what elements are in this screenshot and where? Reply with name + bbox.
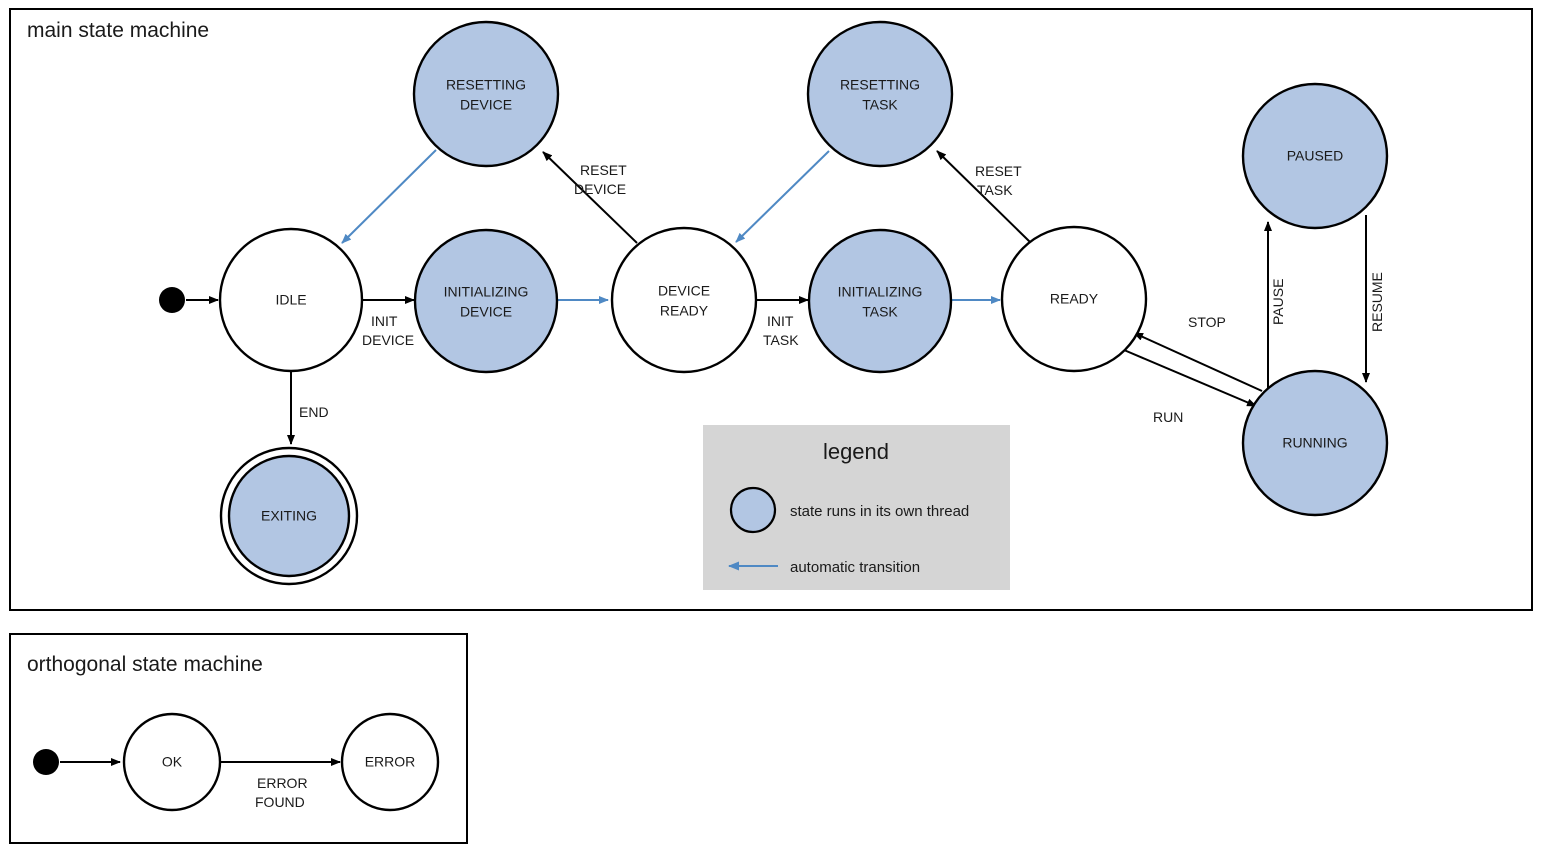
state-node-resetting-device[interactable]: RESETTING DEVICE <box>412 20 560 168</box>
edge-label-error-found-line2: FOUND <box>255 794 305 810</box>
state-shape-error <box>340 712 440 812</box>
state-node-running[interactable]: RUNNING <box>1241 369 1389 517</box>
legend-item-auto-label: automatic transition <box>790 559 920 576</box>
state-node-device-ready[interactable]: DEVICE READY <box>610 226 758 374</box>
state-label-ready: READY <box>1050 291 1099 307</box>
state-shape-initializing-device <box>413 228 559 374</box>
edge-label-init-device-line1: INIT <box>371 313 398 329</box>
legend-thread-state-circle-icon <box>729 486 777 534</box>
state-label-device-ready-line2: READY <box>660 303 709 319</box>
state-label-resetting-task-line2: TASK <box>862 97 898 113</box>
state-shape-ok <box>122 712 222 812</box>
state-shape-exiting-inner <box>227 454 351 578</box>
edge-label-init-task-line2: TASK <box>763 332 799 348</box>
state-label-resetting-task-line1: RESETTING <box>840 77 920 93</box>
transition-resetting-task-to-device-ready <box>735 150 830 243</box>
legend-item-thread-label: state runs in its own thread <box>790 503 969 520</box>
state-label-error: ERROR <box>365 754 416 770</box>
legend-title: legend <box>823 439 889 464</box>
edge-label-reset-device-line2: DEVICE <box>574 181 626 197</box>
initial-pseudostate-orthogonal <box>33 749 59 775</box>
state-node-ok[interactable]: OK <box>122 712 222 812</box>
transition-device-ready-to-resetting-device <box>542 151 638 244</box>
main-frame-title: main state machine <box>27 19 209 42</box>
edge-label-reset-task-line1: RESET <box>975 163 1022 179</box>
edge-label-reset-device-line1: RESET <box>580 162 627 178</box>
state-node-initializing-device[interactable]: INITIALIZING DEVICE <box>413 228 559 374</box>
state-shape-device-ready <box>610 226 758 374</box>
edge-label-init-task-line1: INIT <box>767 313 794 329</box>
state-shape-running <box>1241 369 1389 517</box>
edge-label-reset-task-line2: TASK <box>977 182 1013 198</box>
state-shape-ready <box>1000 225 1148 373</box>
state-node-ready[interactable]: READY <box>1000 225 1148 373</box>
state-label-paused: PAUSED <box>1287 148 1344 164</box>
state-label-exiting: EXITING <box>261 508 317 524</box>
state-label-running: RUNNING <box>1282 435 1347 451</box>
transition-ready-to-resetting-task <box>936 150 1031 243</box>
state-label-resetting-device-line2: DEVICE <box>460 97 512 113</box>
state-label-initializing-task-line1: INITIALIZING <box>838 284 923 300</box>
state-label-initializing-task-line2: TASK <box>862 304 898 320</box>
state-shape-idle <box>218 227 364 373</box>
transition-running-to-ready <box>1133 332 1263 392</box>
state-node-paused[interactable]: PAUSED <box>1241 82 1389 230</box>
state-label-device-ready-line1: DEVICE <box>658 283 710 299</box>
state-shape-resetting-task <box>806 20 954 168</box>
state-label-ok: OK <box>162 754 183 770</box>
state-label-idle: IDLE <box>275 292 306 308</box>
edge-label-resume: RESUME <box>1369 272 1385 332</box>
legend-panel: legend state runs in its own thread auto… <box>703 425 1010 590</box>
orthogonal-frame-title: orthogonal state machine <box>27 653 263 676</box>
state-node-exiting[interactable]: EXITING <box>219 446 359 586</box>
state-shape-resetting-device <box>412 20 560 168</box>
state-node-idle[interactable]: IDLE <box>218 227 364 373</box>
state-label-resetting-device-line1: RESETTING <box>446 77 526 93</box>
state-shape-initializing-task <box>807 228 953 374</box>
state-label-initializing-device-line2: DEVICE <box>460 304 512 320</box>
state-label-initializing-device-line1: INITIALIZING <box>444 284 529 300</box>
edge-label-end: END <box>299 404 329 420</box>
edge-label-error-found-line1: ERROR <box>257 775 308 791</box>
initial-pseudostate-main <box>159 287 185 313</box>
edge-label-run: RUN <box>1153 409 1183 425</box>
transition-ready-to-running <box>1123 349 1257 407</box>
state-node-resetting-task[interactable]: RESETTING TASK <box>806 20 954 168</box>
edge-label-pause: PAUSE <box>1270 279 1286 325</box>
state-shape-paused <box>1241 82 1389 230</box>
transition-resetting-device-to-idle <box>341 149 437 244</box>
edge-label-stop: STOP <box>1188 314 1226 330</box>
edge-label-init-device-line2: DEVICE <box>362 332 414 348</box>
state-node-error[interactable]: ERROR <box>340 712 440 812</box>
state-node-initializing-task[interactable]: INITIALIZING TASK <box>807 228 953 374</box>
